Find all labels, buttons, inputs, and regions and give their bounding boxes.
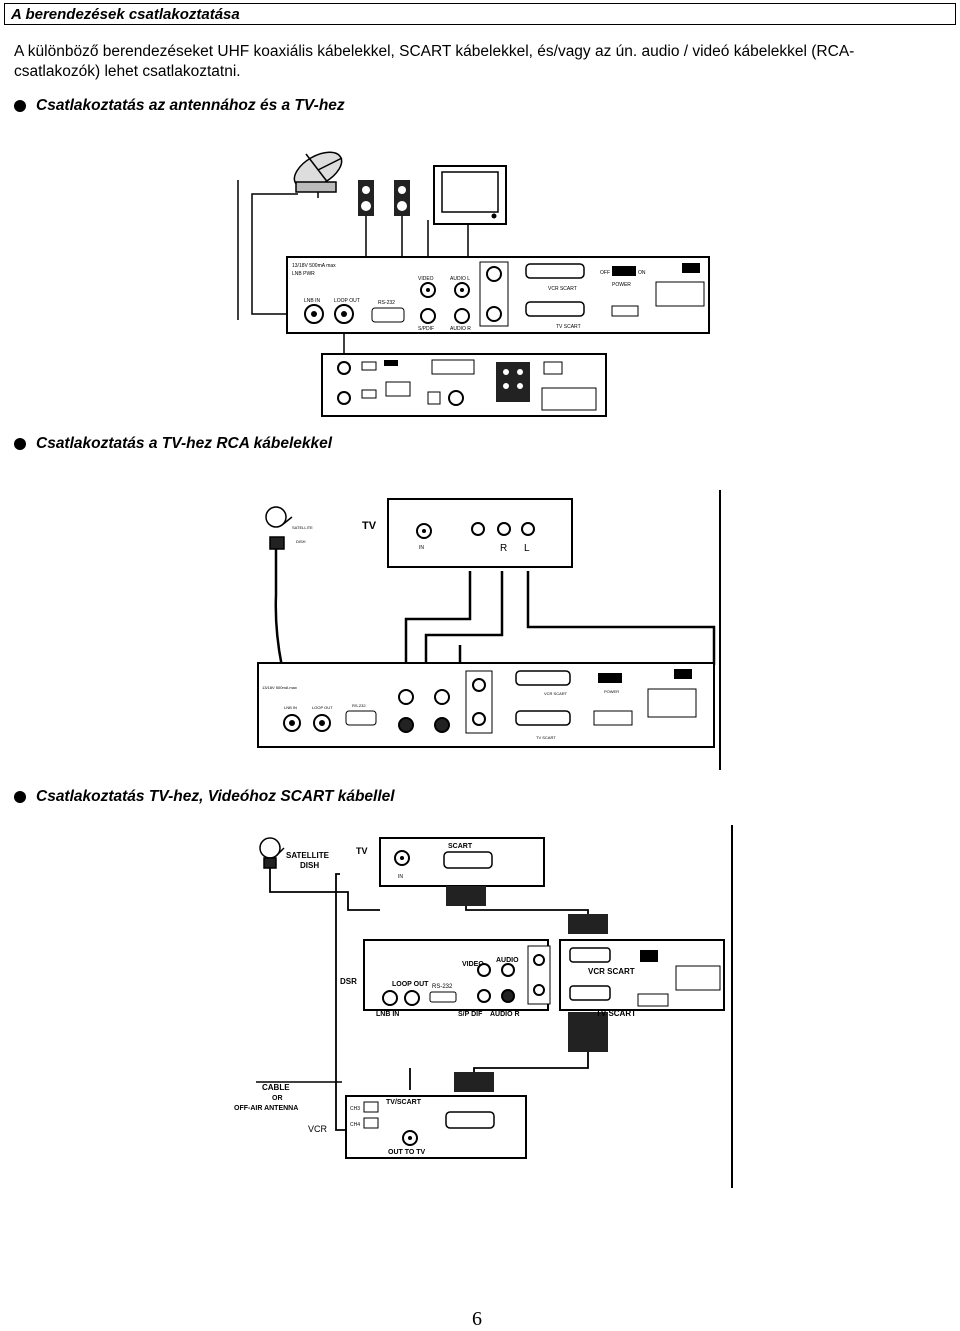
power-label: POWER bbox=[604, 689, 619, 694]
audio-l-label: AUDIO L bbox=[450, 276, 470, 282]
satellite-dish-icon bbox=[293, 151, 343, 198]
section-heading-text: Csatlakoztatás TV-hez, Videóhoz SCART ká… bbox=[36, 788, 395, 805]
audio-r-label: AUDIO R bbox=[450, 326, 471, 332]
section-title: A berendezések csatlakoztatása bbox=[11, 6, 240, 23]
off-label: OFF bbox=[600, 270, 610, 276]
vcr-scart-label: VCR SCART bbox=[588, 967, 635, 976]
tv-set-icon bbox=[433, 165, 507, 225]
bullet-icon bbox=[14, 438, 26, 450]
vcr-scart-label: VCR SCART bbox=[544, 691, 568, 696]
video-label: VIDEO bbox=[462, 961, 484, 968]
loop-out-label: LOOP OUT bbox=[334, 298, 360, 304]
diagram-scart-connection: SATELLITE DISH TV IN SCART DSR VIDEO AUD… bbox=[234, 825, 733, 1188]
tv-scart-port-label: SCART bbox=[448, 843, 473, 850]
tv-in-label: IN bbox=[398, 874, 403, 880]
out-to-tv-label: OUT TO TV bbox=[388, 1149, 426, 1156]
section-heading-rca: Csatlakoztatás a TV-hez RCA kábelekkel bbox=[14, 435, 332, 453]
intro-paragraph: A különböző berendezéseket UHF koaxiális… bbox=[14, 42, 934, 82]
loop-out-label: LOOP OUT bbox=[312, 705, 333, 710]
tv-scart-label: TV SCART bbox=[596, 1009, 636, 1018]
intro-line-1: A különböző berendezéseket UHF koaxiális… bbox=[14, 43, 855, 60]
cable-label-line1: CABLE bbox=[262, 1083, 290, 1092]
video-label: VIDEO bbox=[418, 276, 434, 282]
svg-text:LNB PWR: LNB PWR bbox=[292, 271, 315, 277]
svg-text:DISH: DISH bbox=[296, 539, 306, 544]
tv-scart-label: TV SCART bbox=[556, 324, 581, 330]
ch3-label: CH3 bbox=[350, 1106, 360, 1112]
audio-r-label: AUDIO R bbox=[490, 1011, 520, 1018]
dsr-label: DSR bbox=[340, 977, 357, 986]
diagram-antenna-tv-connection: 13/18V 500mA max LNB PWR LNB IN LOOP OUT… bbox=[237, 151, 710, 417]
tv-scart-label: TV SCART bbox=[536, 735, 556, 740]
rs232-label: RS-232 bbox=[352, 703, 366, 708]
vcr-back-panel: CH3 CH4 TV/SCART OUT TO TV bbox=[345, 1095, 527, 1159]
vcr-tv-scart-label: TV/SCART bbox=[386, 1099, 422, 1106]
cable-label-line3: OFF-AIR ANTENNA bbox=[234, 1105, 298, 1112]
tv-label: TV bbox=[362, 520, 377, 532]
rs232-label: RS-232 bbox=[432, 984, 453, 990]
page-number: 6 bbox=[472, 1308, 482, 1330]
secondary-device-back-panel bbox=[321, 353, 607, 417]
svg-text:SATELLITE: SATELLITE bbox=[292, 525, 313, 530]
satellite-dish-icon bbox=[259, 837, 285, 869]
svg-text:13/18V 500mA max: 13/18V 500mA max bbox=[292, 263, 336, 269]
r-label: R bbox=[500, 543, 507, 554]
bullet-icon bbox=[14, 100, 26, 112]
speaker-left-icon bbox=[358, 180, 374, 216]
receiver-back-panel: 13/18V 500mA max LNB PWR LNB IN LOOP OUT… bbox=[286, 256, 710, 334]
section-heading-text: Csatlakoztatás az antennához és a TV-hez bbox=[36, 97, 345, 114]
tv-in-label: IN bbox=[419, 545, 424, 551]
on-label: ON bbox=[638, 270, 646, 276]
l-label: L bbox=[524, 543, 530, 554]
svg-text:13/18V 500mA max: 13/18V 500mA max bbox=[262, 685, 297, 690]
ch4-label: CH4 bbox=[350, 1122, 360, 1128]
vcr-scart-label: VCR SCART bbox=[548, 286, 577, 292]
power-label: POWER bbox=[612, 282, 631, 288]
vcr-label: VCR bbox=[308, 1124, 328, 1134]
speaker-right-icon bbox=[394, 180, 410, 216]
audio-label: AUDIO bbox=[496, 957, 519, 964]
cable-label-line2: OR bbox=[272, 1095, 283, 1102]
receiver-back-panel: 13/18V 500mA max LNB IN LOOP OUT RS-232 … bbox=[257, 662, 715, 748]
satellite-dish-icon bbox=[265, 506, 293, 550]
intro-line-2: csatlakozók) lehet csatlakoztatni. bbox=[14, 63, 241, 80]
loop-out-label: LOOP OUT bbox=[392, 981, 429, 988]
diagram-rca-connection: SATELLITE DISH TV IN R L 13/18V 500mA ma… bbox=[257, 490, 721, 770]
lnb-in-label: LNB IN bbox=[376, 1011, 399, 1018]
section-heading-text: Csatlakoztatás a TV-hez RCA kábelekkel bbox=[36, 435, 333, 452]
lnb-in-label: LNB IN bbox=[304, 298, 321, 304]
receiver-back-panel: DSR VIDEO AUDIO LOOP OUT RS-232 LNB IN S… bbox=[340, 939, 725, 1018]
spdif-label: S/PDIF bbox=[418, 326, 434, 332]
section-title-box: A berendezések csatlakoztatása bbox=[4, 3, 956, 25]
satellite-dish-label-line1: SATELLITE bbox=[286, 851, 330, 860]
spdif-label: S/P DIF bbox=[458, 1011, 483, 1018]
section-heading-antenna-tv: Csatlakoztatás az antennához és a TV-hez bbox=[14, 97, 345, 115]
lnb-in-label: LNB IN bbox=[284, 705, 297, 710]
bullet-icon bbox=[14, 791, 26, 803]
satellite-dish-label-line2: DISH bbox=[300, 861, 319, 870]
tv-label: TV bbox=[356, 846, 368, 856]
rs232-label: RS-232 bbox=[378, 300, 395, 306]
section-heading-scart: Csatlakoztatás TV-hez, Videóhoz SCART ká… bbox=[14, 788, 395, 806]
